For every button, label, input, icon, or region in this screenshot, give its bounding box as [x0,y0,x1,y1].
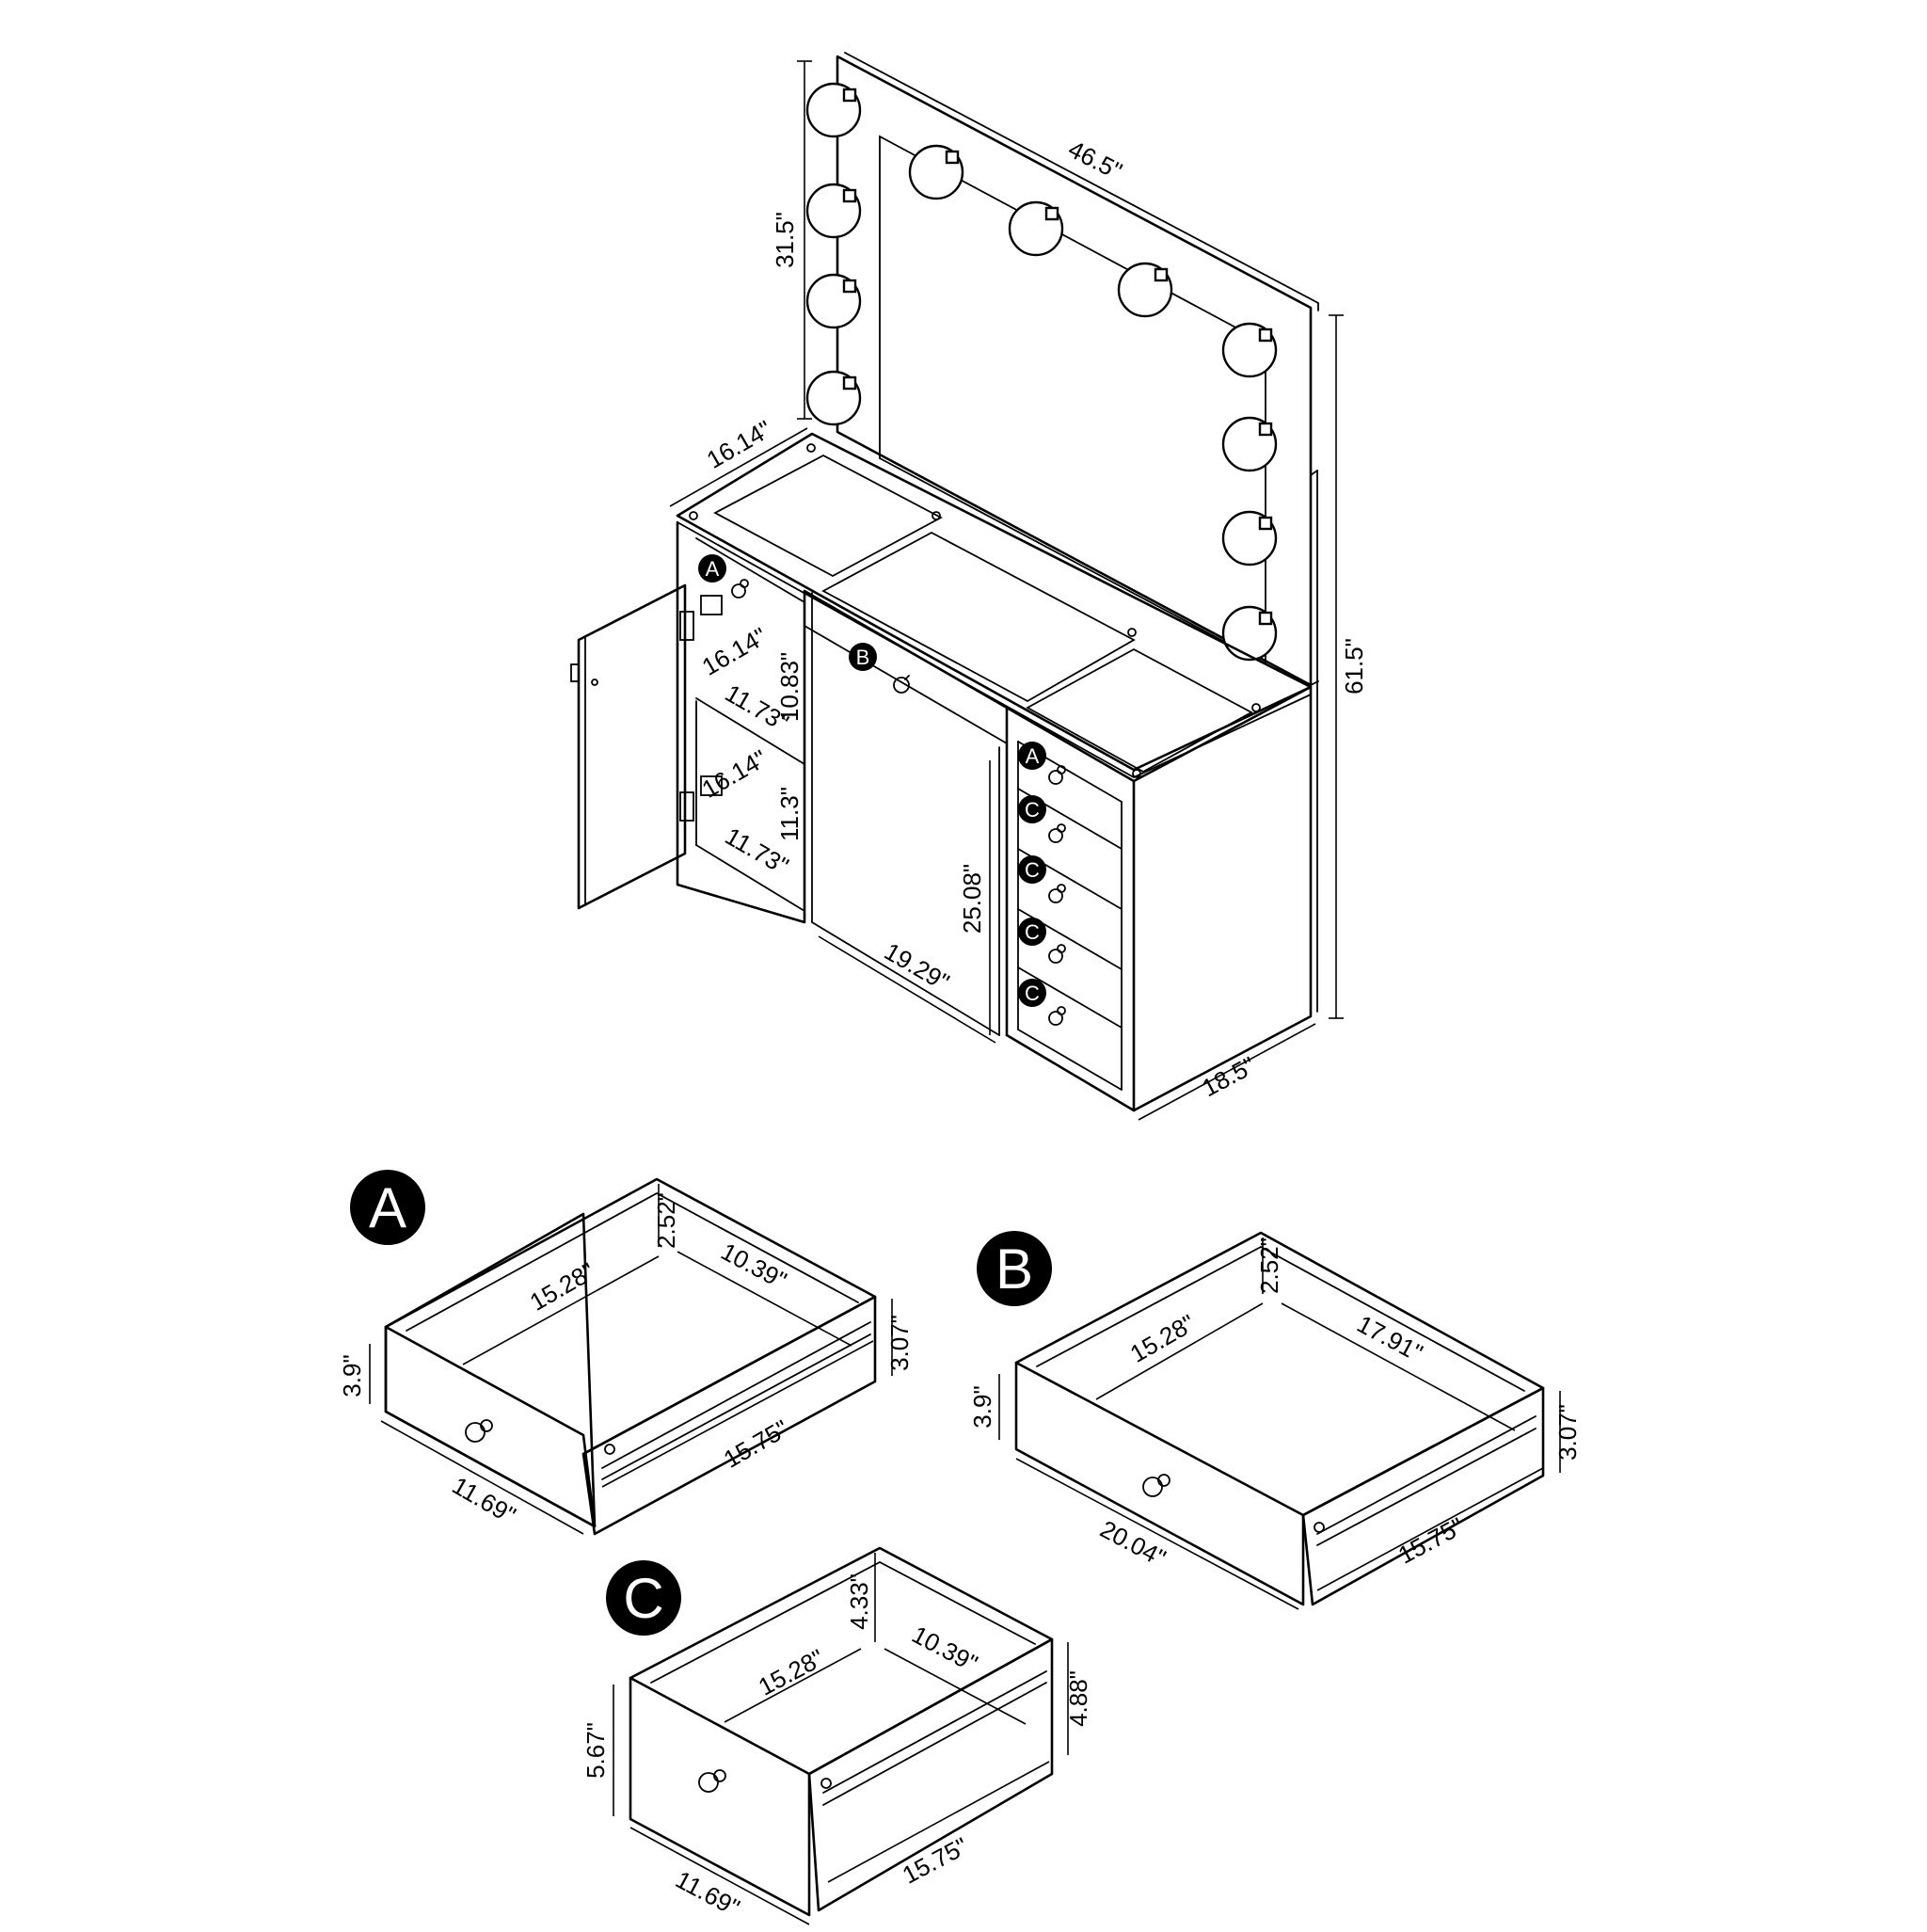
overall-height-label: 61.5" [1340,638,1368,695]
marker-c: C [1018,855,1046,884]
marker-c: C [1018,795,1046,823]
drawer-c-front-height-label: 5.67" [581,1722,610,1779]
bulb-icon [1008,200,1064,257]
top-depth-label: 16.14" [702,415,776,474]
drawer-c-length-label: 15.75" [898,1831,973,1889]
marker-c: C [1018,979,1046,1007]
marker-a: A [698,554,726,583]
knob-icon [1048,1006,1066,1026]
drawer-c-inner-height-label: 4.33" [845,1573,873,1630]
mirror-width-label: 46.5" [1064,135,1127,185]
knob-icon [1048,765,1066,785]
bulb-icon [908,144,964,200]
upper-shelf-height-label: 10.83" [775,652,804,722]
marker-a: A [1018,742,1046,770]
svg-text:A: A [369,1176,406,1239]
drawer-a-side-height-label: 3.07" [885,1315,914,1371]
knob-icon [1142,1474,1171,1497]
vanity-illustration: A B A C C C C 46.5" 31.5" 61.5" 16.14" [570,52,1368,1121]
drawer-b-badge: B [977,1231,1052,1306]
drawer-b-inner-depth-label: 15.28" [1125,1309,1200,1368]
knee-width-label: 19.29" [880,937,954,997]
svg-text:C: C [1025,982,1040,1005]
left-cabinet [570,520,806,924]
drawer-c-side-height-label: 4.88" [1064,1670,1092,1727]
svg-text:A: A [706,557,720,581]
drawer-a-length-label: 15.75" [719,1414,793,1474]
marker-c: C [1018,918,1046,946]
drawer-b-length-label: 15.75" [1393,1511,1469,1569]
bulb-icon [1221,416,1278,472]
bulb-icon [805,273,862,329]
marker-b: B [849,643,877,671]
svg-text:C: C [1025,858,1040,882]
drawer-a-front-height-label: 3.9" [338,1354,366,1397]
bulb-icon [1221,605,1278,662]
mirror-height-label: 31.5" [771,212,799,268]
svg-text:C: C [623,1567,663,1630]
drawer-c-inner-width-label: 10.39" [907,1620,982,1677]
drawer-b-inner-height-label: 2.52" [1255,1237,1283,1294]
knob-icon [465,1419,493,1443]
svg-text:B: B [995,1237,1033,1301]
drawer-b-side-height-label: 3.07" [1553,1404,1582,1461]
knob-icon [1048,884,1066,903]
svg-text:B: B [856,646,870,669]
drawer-c-badge: C [606,1560,681,1636]
lower-shelf-depth-label: 16.14" [697,744,772,804]
knob-icon [731,579,749,599]
svg-text:C: C [1025,798,1040,822]
vanity-markers: A B A C C C C [698,554,1046,1007]
bulb-icon [805,183,862,239]
bulb-icon [1221,510,1278,567]
right-drawer-tower [731,470,1318,1112]
drawer-a-illustration: A 15.28" 10.39" 2.52" 3.07" 3.9" 11.69" … [338,1170,914,1536]
knob-icon [698,1769,726,1793]
drawer-a-badge: A [350,1170,425,1245]
bulb-icon [805,370,862,426]
upper-shelf-depth-label: 16.14" [697,622,772,681]
bulb-icon [1117,262,1173,318]
drawer-b-illustration: B 15.28" 17.91" 2.52" 3.07" 3.9" 20.04" … [968,1231,1582,1610]
knee-height-label: 25.08" [958,864,986,934]
drawer-b-front-width-label: 20.04" [1095,1514,1171,1572]
drawer-a-inner-height-label: 2.52" [652,1192,680,1249]
svg-text:C: C [1025,920,1040,944]
mirror-bulbs [805,82,1278,662]
vanity-dimension-lines [669,60,1344,1121]
knob-icon [893,675,910,694]
drawer-c-inner-depth-label: 15.28" [754,1643,829,1700]
svg-text:A: A [1026,744,1040,768]
drawer-b-front-height-label: 3.9" [968,1385,996,1428]
bulb-icon [1221,322,1278,378]
knob-icon [1048,823,1066,843]
drawer-a-inner-depth-label: 15.28" [525,1257,599,1317]
drawer-c-illustration: C 15.28" 10.39" 4.33" 4.88" 5.67" 11.69"… [581,1546,1092,1925]
bulb-icon [805,82,862,138]
lower-shelf-height-label: 11.3" [775,787,804,841]
knob-icon [1048,944,1066,964]
